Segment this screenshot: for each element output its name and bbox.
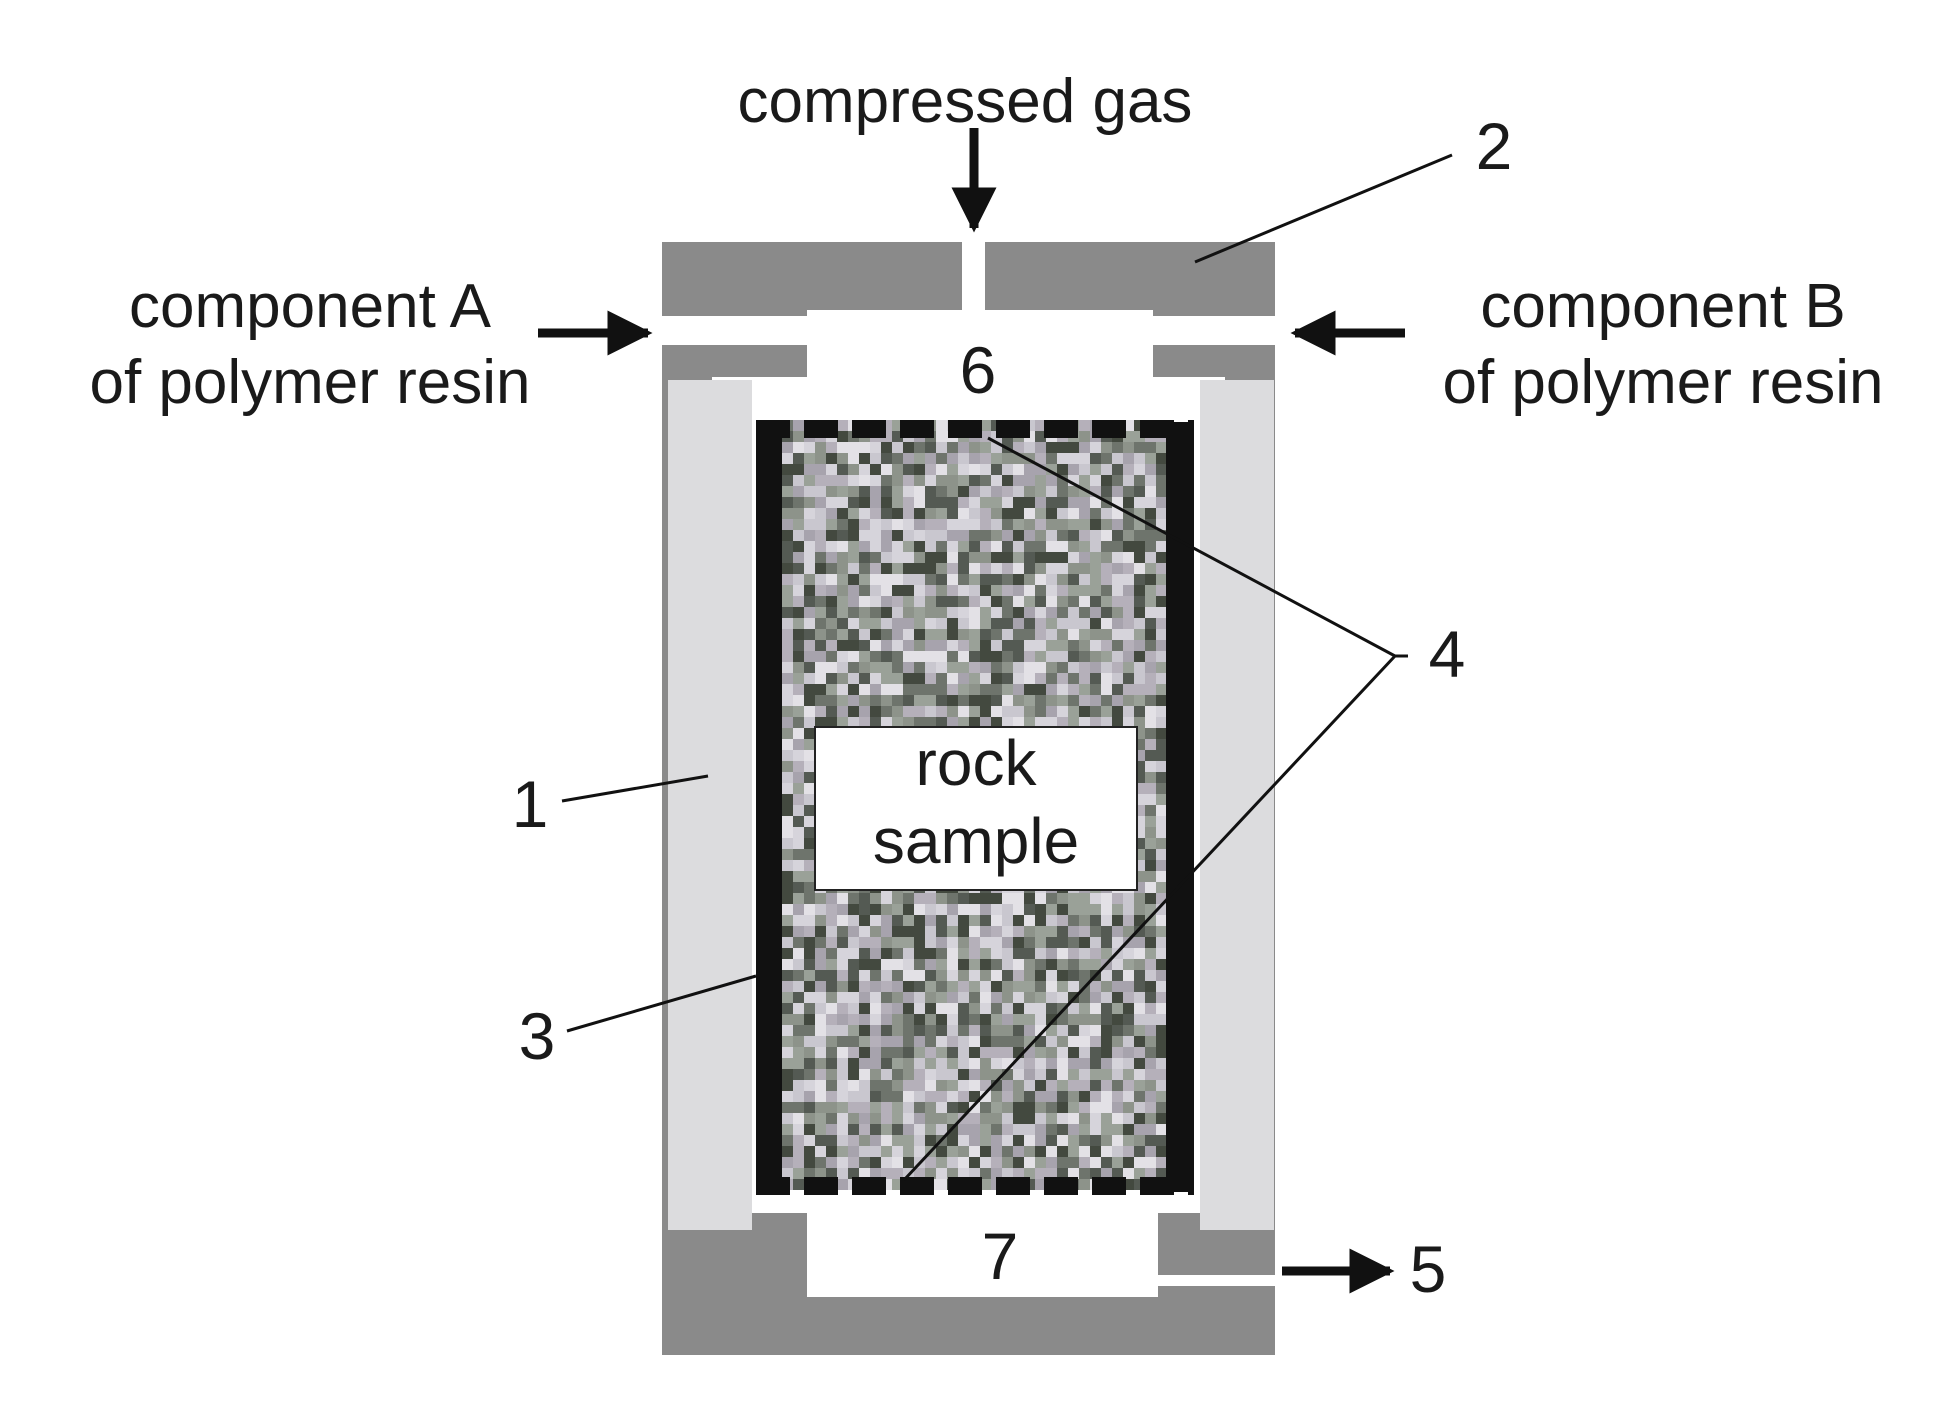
housing-top-left — [662, 242, 962, 316]
side-seal-left — [756, 422, 782, 1192]
rock-sample-label-box — [814, 726, 1138, 891]
housing-upper-left-lip — [662, 345, 807, 377]
upper-chamber-6 — [807, 310, 1153, 420]
rock-label-line1: rock — [916, 727, 1038, 799]
leader-line-2 — [1194, 153, 1453, 264]
component-a-label-line2: of polymer resin — [89, 348, 530, 417]
part-number-1: 1 — [512, 767, 549, 841]
leader-line-4-upper — [987, 436, 1396, 658]
part-number-2: 2 — [1476, 109, 1513, 183]
leader-line-3 — [566, 974, 757, 1033]
part-number-5: 5 — [1410, 1232, 1447, 1306]
part-number-7: 7 — [982, 1219, 1019, 1293]
compressed-gas-label: compressed gas — [738, 67, 1193, 136]
component-b-label-line2: of polymer resin — [1442, 348, 1883, 417]
resin-channel-b — [1153, 329, 1275, 345]
part-number-3: 3 — [519, 999, 556, 1073]
resin-channel-a — [662, 329, 807, 345]
liner-left — [668, 380, 752, 1230]
housing-top-right — [985, 242, 1275, 316]
part-number-6: 6 — [960, 333, 997, 407]
gas-inlet-channel — [962, 240, 985, 310]
lower-chamber-7 — [807, 1200, 1153, 1297]
component-a-label-line1: component A — [129, 272, 492, 341]
rock-label-line2: sample — [873, 805, 1079, 877]
leader-line-4-lower — [902, 654, 1397, 1182]
housing-upper-right-lip — [1153, 345, 1275, 377]
part-number-4: 4 — [1429, 617, 1466, 691]
liner-right — [1200, 380, 1274, 1230]
side-seal-right — [1166, 422, 1194, 1192]
housing-bottom — [662, 1297, 1275, 1355]
outlet-channel — [1158, 1275, 1278, 1286]
component-b-label-line1: component B — [1480, 272, 1845, 341]
leader-line-1 — [561, 774, 709, 803]
